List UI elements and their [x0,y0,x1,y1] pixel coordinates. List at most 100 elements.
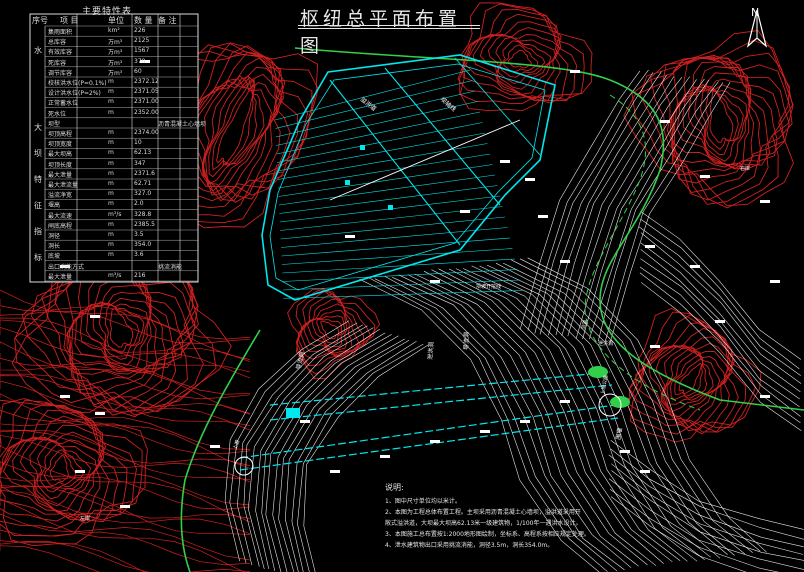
spec-table-cell: m [108,220,114,228]
red-contour [212,78,255,171]
dam-slope-line [281,248,513,265]
spec-table-cell: m [108,190,114,198]
elevation-tag [60,265,70,268]
white-contour [384,275,625,571]
white-contour [471,265,711,558]
red-contour [671,61,771,168]
elevation-tag [430,280,440,283]
red-contour [0,399,148,547]
elevation-tag [60,395,70,398]
dam-slope-line [275,80,473,129]
title-underline-2 [298,28,480,29]
elevation-tag [430,440,440,443]
spec-table-cell: 洞径 [48,233,61,240]
red-contour [0,545,101,572]
spec-table-header: 序号 [32,16,48,25]
spec-table-cell: 216 [134,271,146,279]
dam-slope-line [278,174,496,206]
white-contour [255,329,380,569]
spec-table-section-label: 坝 [34,149,42,158]
red-contour [0,524,251,566]
red-contour [664,347,721,412]
survey-point [388,205,393,210]
white-contour [398,274,639,567]
white-contour [392,277,632,568]
elevation-tag [95,412,105,415]
red-contour [0,416,251,455]
spec-table-cell: km² [108,27,120,34]
spec-table-cell: 坝顶高程 [48,131,73,138]
elevation-tag [570,70,580,73]
spec-table-cell: 万m³ [108,39,123,47]
white-contour [609,478,804,570]
white-contour [639,272,801,424]
red-contour [0,513,251,561]
red-contour [0,485,251,519]
elevation-tag [300,420,310,423]
map-label: 导流洞 [462,332,471,350]
red-contour [0,461,251,506]
white-contour [611,470,804,561]
elevation-tag [640,470,650,473]
white-contour [640,282,802,431]
elevation-tag [460,210,470,213]
white-contour [431,269,673,563]
white-contour [589,79,710,340]
elevation-tag [330,470,340,473]
red-contour [699,85,744,156]
dam-slope-line [279,185,498,214]
drawing-title: 枢纽总平面布置图 [300,8,462,57]
red-contour [639,52,794,205]
white-contour [582,78,705,340]
spec-table-cell: 闸底高程 [48,222,73,230]
red-contour [630,307,762,443]
red-contour [0,289,251,360]
white-contour [278,338,405,572]
red-contour [298,293,365,360]
elevation-tag [620,450,630,453]
spec-table-cell: 226 [134,27,146,34]
survey-point [345,180,350,185]
white-contour [303,344,429,572]
white-contour [534,72,654,334]
red-contour [98,302,145,360]
red-contour [0,317,251,373]
white-contour [640,218,800,370]
red-contour [49,455,69,482]
spec-table-cell: m [108,88,114,96]
elevation-tag [75,470,85,473]
red-contour [208,76,258,178]
red-contour [626,311,756,435]
white-contour [284,339,410,572]
spec-table-cell: 2125 [134,37,150,45]
tunnel-outlet-structure [588,366,608,378]
white-contour [265,334,392,572]
red-contour [666,351,714,405]
dam-slope-line [280,227,508,248]
dam-slope-line [275,90,476,138]
spec-table-cell: 设计洪水位(P=2%) [48,90,101,98]
white-contour [423,270,664,564]
spec-table-cell: 2372.12 [134,78,159,85]
river-boundary [180,47,804,572]
red-contour [682,78,751,170]
elevation-tag [660,120,670,123]
white-contour [368,277,608,572]
spec-table-cell: 3.5 [134,231,144,238]
elevation-tag [560,260,570,263]
spec-table-cell: m [108,159,114,167]
white-contour [261,332,386,571]
spec-table-cell: 2371.6 [134,169,155,177]
spec-table-cell: 正常蓄水位 [48,100,79,108]
spec-table-cell: 2352.00 [134,108,159,116]
spec-table-cell: 万m³ [108,59,123,67]
spec-table-cell: m [108,200,114,208]
spec-table-cell: m [108,78,114,85]
spec-table-cell: 347 [134,159,146,167]
dam-section-line [329,119,521,201]
map-label: 围堰 [614,427,624,440]
spec-table-cell: 60 [134,67,142,75]
red-contour [303,303,353,354]
